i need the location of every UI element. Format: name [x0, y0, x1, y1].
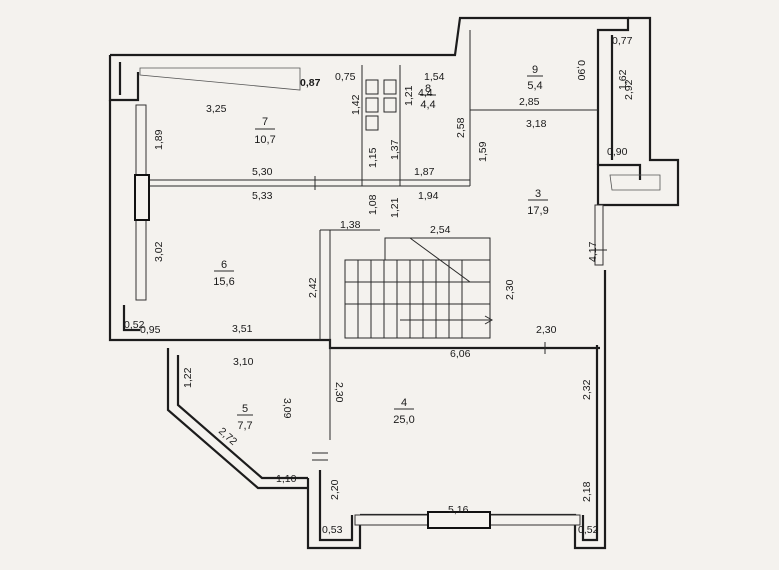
windows [134, 104, 604, 529]
dimension-labels: 0,87 0,75 1,54 3,25 1,42 1,21 4,4 2,85 3… [124, 35, 635, 536]
dimension-label: 2,58 [455, 117, 467, 138]
dimension-label: 2,85 [519, 96, 540, 108]
dimension-label: 2,20 [329, 479, 341, 500]
room-8-number: 8 [425, 83, 431, 95]
dimension-label: 1,94 [418, 190, 439, 202]
dimension-label: 2,30 [333, 382, 345, 403]
dimension-label: 3,10 [233, 356, 254, 368]
dimension-label: 1,42 [350, 94, 362, 115]
room-8-area: 4,4 [420, 99, 435, 111]
dimension-label: 0,75 [335, 71, 356, 83]
room-4-area: 25,0 [393, 414, 414, 426]
room-9-area: 5,4 [527, 80, 542, 92]
dimension-label: 3,25 [206, 103, 227, 115]
room-6-number: 6 [221, 259, 227, 271]
dimension-label: 3,18 [526, 118, 547, 130]
dimension-label: 0,77 [612, 35, 633, 47]
room-5-area: 7,7 [237, 420, 252, 432]
room-3-area: 17,9 [527, 205, 548, 217]
dimension-label: 1,10 [276, 473, 297, 485]
dimension-label: 2,18 [581, 481, 593, 502]
dimension-label: 0,87 [300, 77, 321, 89]
room-4-number: 4 [401, 397, 407, 409]
dimension-label: 5,33 [252, 190, 273, 202]
dimension-label: 2,72 [216, 425, 239, 448]
dimension-label: 2,30 [536, 324, 557, 336]
dimension-label: 0,95 [140, 324, 161, 336]
dimension-label: 3,09 [281, 398, 293, 419]
dimension-label: 2,92 [623, 79, 635, 100]
dimension-label: 6,06 [450, 348, 471, 360]
room-labels: 7 10,7 8 4,4 9 5,4 3 17,9 6 15,6 5 7,7 4… [213, 64, 548, 432]
dimension-label: 2,42 [307, 277, 319, 298]
opening-ticks [312, 176, 607, 461]
dimension-label: 3,02 [153, 241, 165, 262]
room-3-number: 3 [535, 188, 541, 200]
counter-hatch [139, 67, 661, 191]
dimension-label: 1,37 [389, 139, 401, 160]
dimension-label: 1,21 [403, 85, 415, 106]
dimension-label: 3,51 [232, 323, 253, 335]
dimension-label: 1,59 [477, 141, 489, 162]
dimension-label: 1,15 [367, 147, 379, 168]
utility-boxes [365, 79, 397, 131]
staircase [344, 237, 494, 339]
dimension-label: 2,30 [504, 279, 516, 300]
dimension-label: 1,21 [389, 197, 401, 218]
dimension-label: 5,16 [448, 504, 469, 516]
dimension-label: 1,87 [414, 166, 435, 178]
dimension-label: 0,90 [607, 146, 628, 158]
dimension-label: 0,90 [575, 60, 587, 81]
dimension-label: 1,89 [153, 129, 165, 150]
interior-walls [140, 30, 598, 440]
dimension-label: 4,4 [418, 87, 433, 99]
dimension-label: 1,54 [424, 71, 445, 83]
outer-walls [108, 16, 680, 550]
dimension-label: 4,17 [587, 241, 599, 262]
room-5-number: 5 [242, 403, 248, 415]
room-7-number: 7 [262, 116, 268, 128]
dimension-label: 1,62 [617, 69, 629, 90]
dimension-label: 1,22 [182, 367, 194, 388]
dimension-label: 1,08 [367, 194, 379, 215]
dimension-label: 1,38 [340, 219, 361, 231]
room-7-area: 10,7 [254, 134, 275, 146]
dimension-label: 2,54 [430, 224, 451, 236]
dimension-label: 2,32 [581, 379, 593, 400]
room-9-number: 9 [532, 64, 538, 76]
room-6-area: 15,6 [213, 276, 234, 288]
dimension-label: 0,53 [322, 524, 343, 536]
dimension-label: 0,52 [124, 319, 145, 331]
dimension-label: 0,52 [578, 524, 599, 536]
dimension-label: 5,30 [252, 166, 273, 178]
